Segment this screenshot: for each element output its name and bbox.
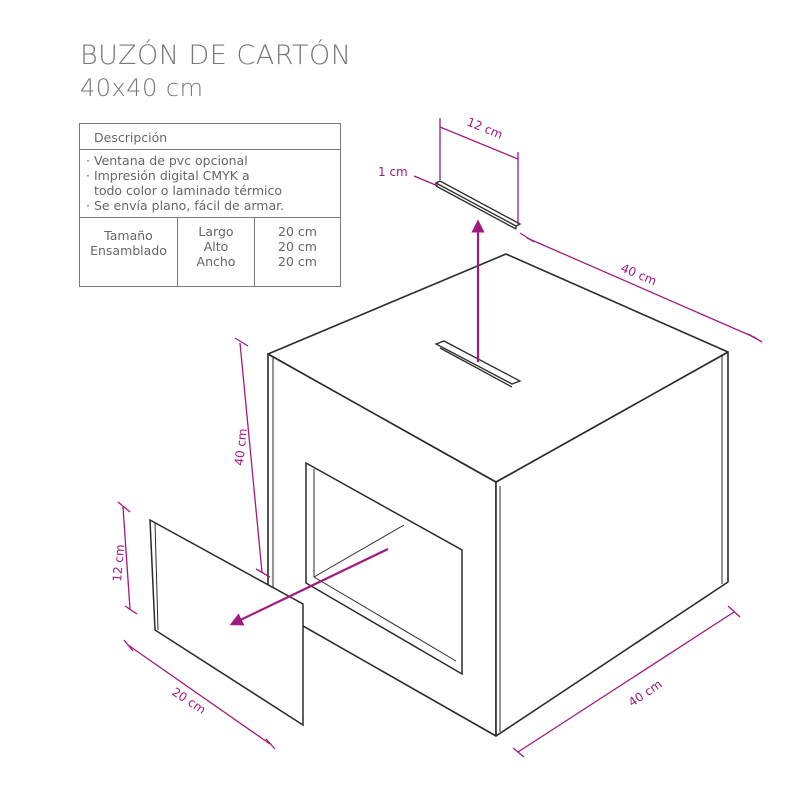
feature-line: · Ventana de pvc opcional: [86, 153, 248, 168]
size-label-cell: Tamaño Ensamblado: [80, 218, 178, 286]
dim-label-window-width: 20 cm: [169, 685, 208, 717]
window-pane: [149, 518, 304, 727]
spec-features: · Ventana de pvc opcional · Impresión di…: [80, 150, 340, 218]
feature-line: todo color o laminado térmico: [86, 183, 283, 198]
window-opening: [305, 461, 463, 676]
dim-value: 20 cm: [278, 224, 317, 239]
dim-label-height: 40 cm: [232, 428, 250, 467]
size-label-2: Ensamblado: [90, 243, 167, 258]
slot-piece: [434, 180, 522, 230]
title: BUZÓN DE CARTÓN: [80, 40, 352, 71]
spec-header: Descripción: [80, 124, 340, 150]
dim-label-window-height: 12 cm: [110, 544, 127, 582]
feature-line: · Impresión digital CMYK a: [86, 168, 250, 183]
dim-name: Ancho: [196, 254, 236, 269]
dim-name: Largo: [198, 224, 234, 239]
feature-line: · Se envía plano, fácil de armar.: [86, 198, 285, 213]
dim-label-slot-length: 12 cm: [465, 115, 505, 142]
window-arrow: [229, 548, 389, 626]
dim-value-cell: 20 cm 20 cm 20 cm: [255, 218, 340, 286]
dim-label-top-depth: 40 cm: [619, 261, 659, 288]
dim-value: 20 cm: [278, 254, 317, 269]
dim-name: Alto: [203, 239, 229, 254]
spec-dimensions: Tamaño Ensamblado Largo Alto Ancho 20 cm…: [80, 218, 340, 286]
box-top-face: [267, 253, 729, 483]
dim-label-bottom-width: 40 cm: [626, 677, 665, 710]
spec-table: Descripción · Ventana de pvc opcional · …: [79, 123, 341, 287]
size-subtitle: 40x40 cm: [80, 74, 204, 102]
dim-label-slot-width: 1 cm: [378, 165, 408, 179]
size-label-1: Tamaño: [104, 228, 153, 243]
top-slot: [434, 340, 522, 388]
dim-value: 20 cm: [278, 239, 317, 254]
dim-name-cell: Largo Alto Ancho: [178, 218, 255, 286]
